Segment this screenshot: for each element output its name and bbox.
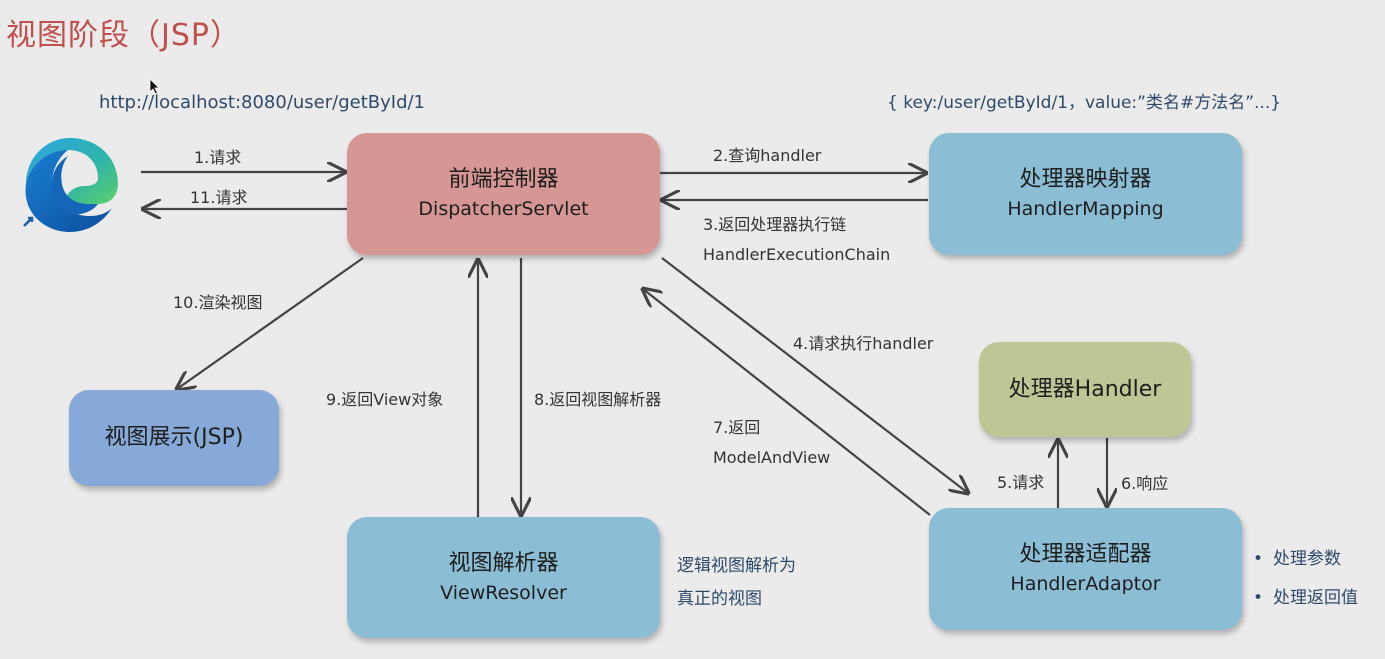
step-2-label: 2.查询handler [713,146,822,165]
step-7-sublabel: ModelAndView [713,448,831,467]
resolver-note: 逻辑视图解析为 真正的视图 [677,550,796,616]
adaptor-bullet-list: •处理参数 •处理返回值 [1253,540,1358,618]
view-resolver-box: 视图解析器 ViewResolver [347,517,660,638]
handler-box: 处理器Handler [979,342,1191,437]
resolver-note-line-2: 真正的视图 [677,589,762,609]
step-10-label: 10.渲染视图 [173,293,263,312]
mapping-info: { key:/user/getById/1，value:”类名#方法名”...} [887,93,1282,113]
view-display-cn: 视图展示(JSP) [104,425,244,450]
step-3-sublabel: HandlerExecutionChain [703,245,891,264]
bullet-text: 处理参数 [1273,549,1341,569]
step-4-label: 4.请求执行handler [793,334,934,353]
handler-cn: 处理器Handler [1008,376,1162,402]
step-11-label: 11.请求 [190,188,248,207]
step-7-label: 7.返回 [713,418,761,437]
handler-mapping-cn: 处理器映射器 [1019,167,1152,192]
arrow-7-return-modelandview [643,289,931,516]
adaptor-bullet-item: •处理返回值 [1253,588,1358,608]
step-3-label: 3.返回处理器执行链 [703,215,847,234]
view-resolver-en: ViewResolver [440,581,567,604]
arrow-4-execute-handler [661,257,968,493]
edge-browser-icon [23,138,118,232]
step-1-label: 1.请求 [194,148,242,167]
handler-mapping-en: HandlerMapping [1007,198,1164,220]
resolver-note-line-1: 逻辑视图解析为 [677,556,796,576]
handler-adaptor-en: HandlerAdaptor [1010,573,1161,595]
bullet-text: 处理返回值 [1273,588,1358,608]
handler-adaptor-box: 处理器适配器 HandlerAdaptor [929,508,1242,630]
mouse-cursor-icon [149,78,160,95]
step-5-label: 5.请求 [997,473,1045,492]
handler-mapping-box: 处理器映射器 HandlerMapping [929,133,1242,255]
view-resolver-cn: 视图解析器 [448,550,559,576]
adaptor-bullet-item: •处理参数 [1253,549,1341,569]
view-display-box: 视图展示(JSP) [69,390,279,486]
handler-adaptor-cn: 处理器适配器 [1019,542,1152,567]
arrow-10-render-view [177,257,364,389]
dispatcher-cn: 前端控制器 [448,167,559,192]
request-url: http://localhost:8080/user/getById/1 [99,92,426,113]
page-title: 视图阶段（JSP） [6,18,241,53]
step-9-label: 9.返回View对象 [326,390,444,409]
step-8-label: 8.返回视图解析器 [534,390,662,409]
step-6-label: 6.响应 [1121,474,1169,493]
dispatcher-servlet-box: 前端控制器 DispatcherServlet [347,133,660,255]
dispatcher-en: DispatcherServlet [418,198,589,220]
